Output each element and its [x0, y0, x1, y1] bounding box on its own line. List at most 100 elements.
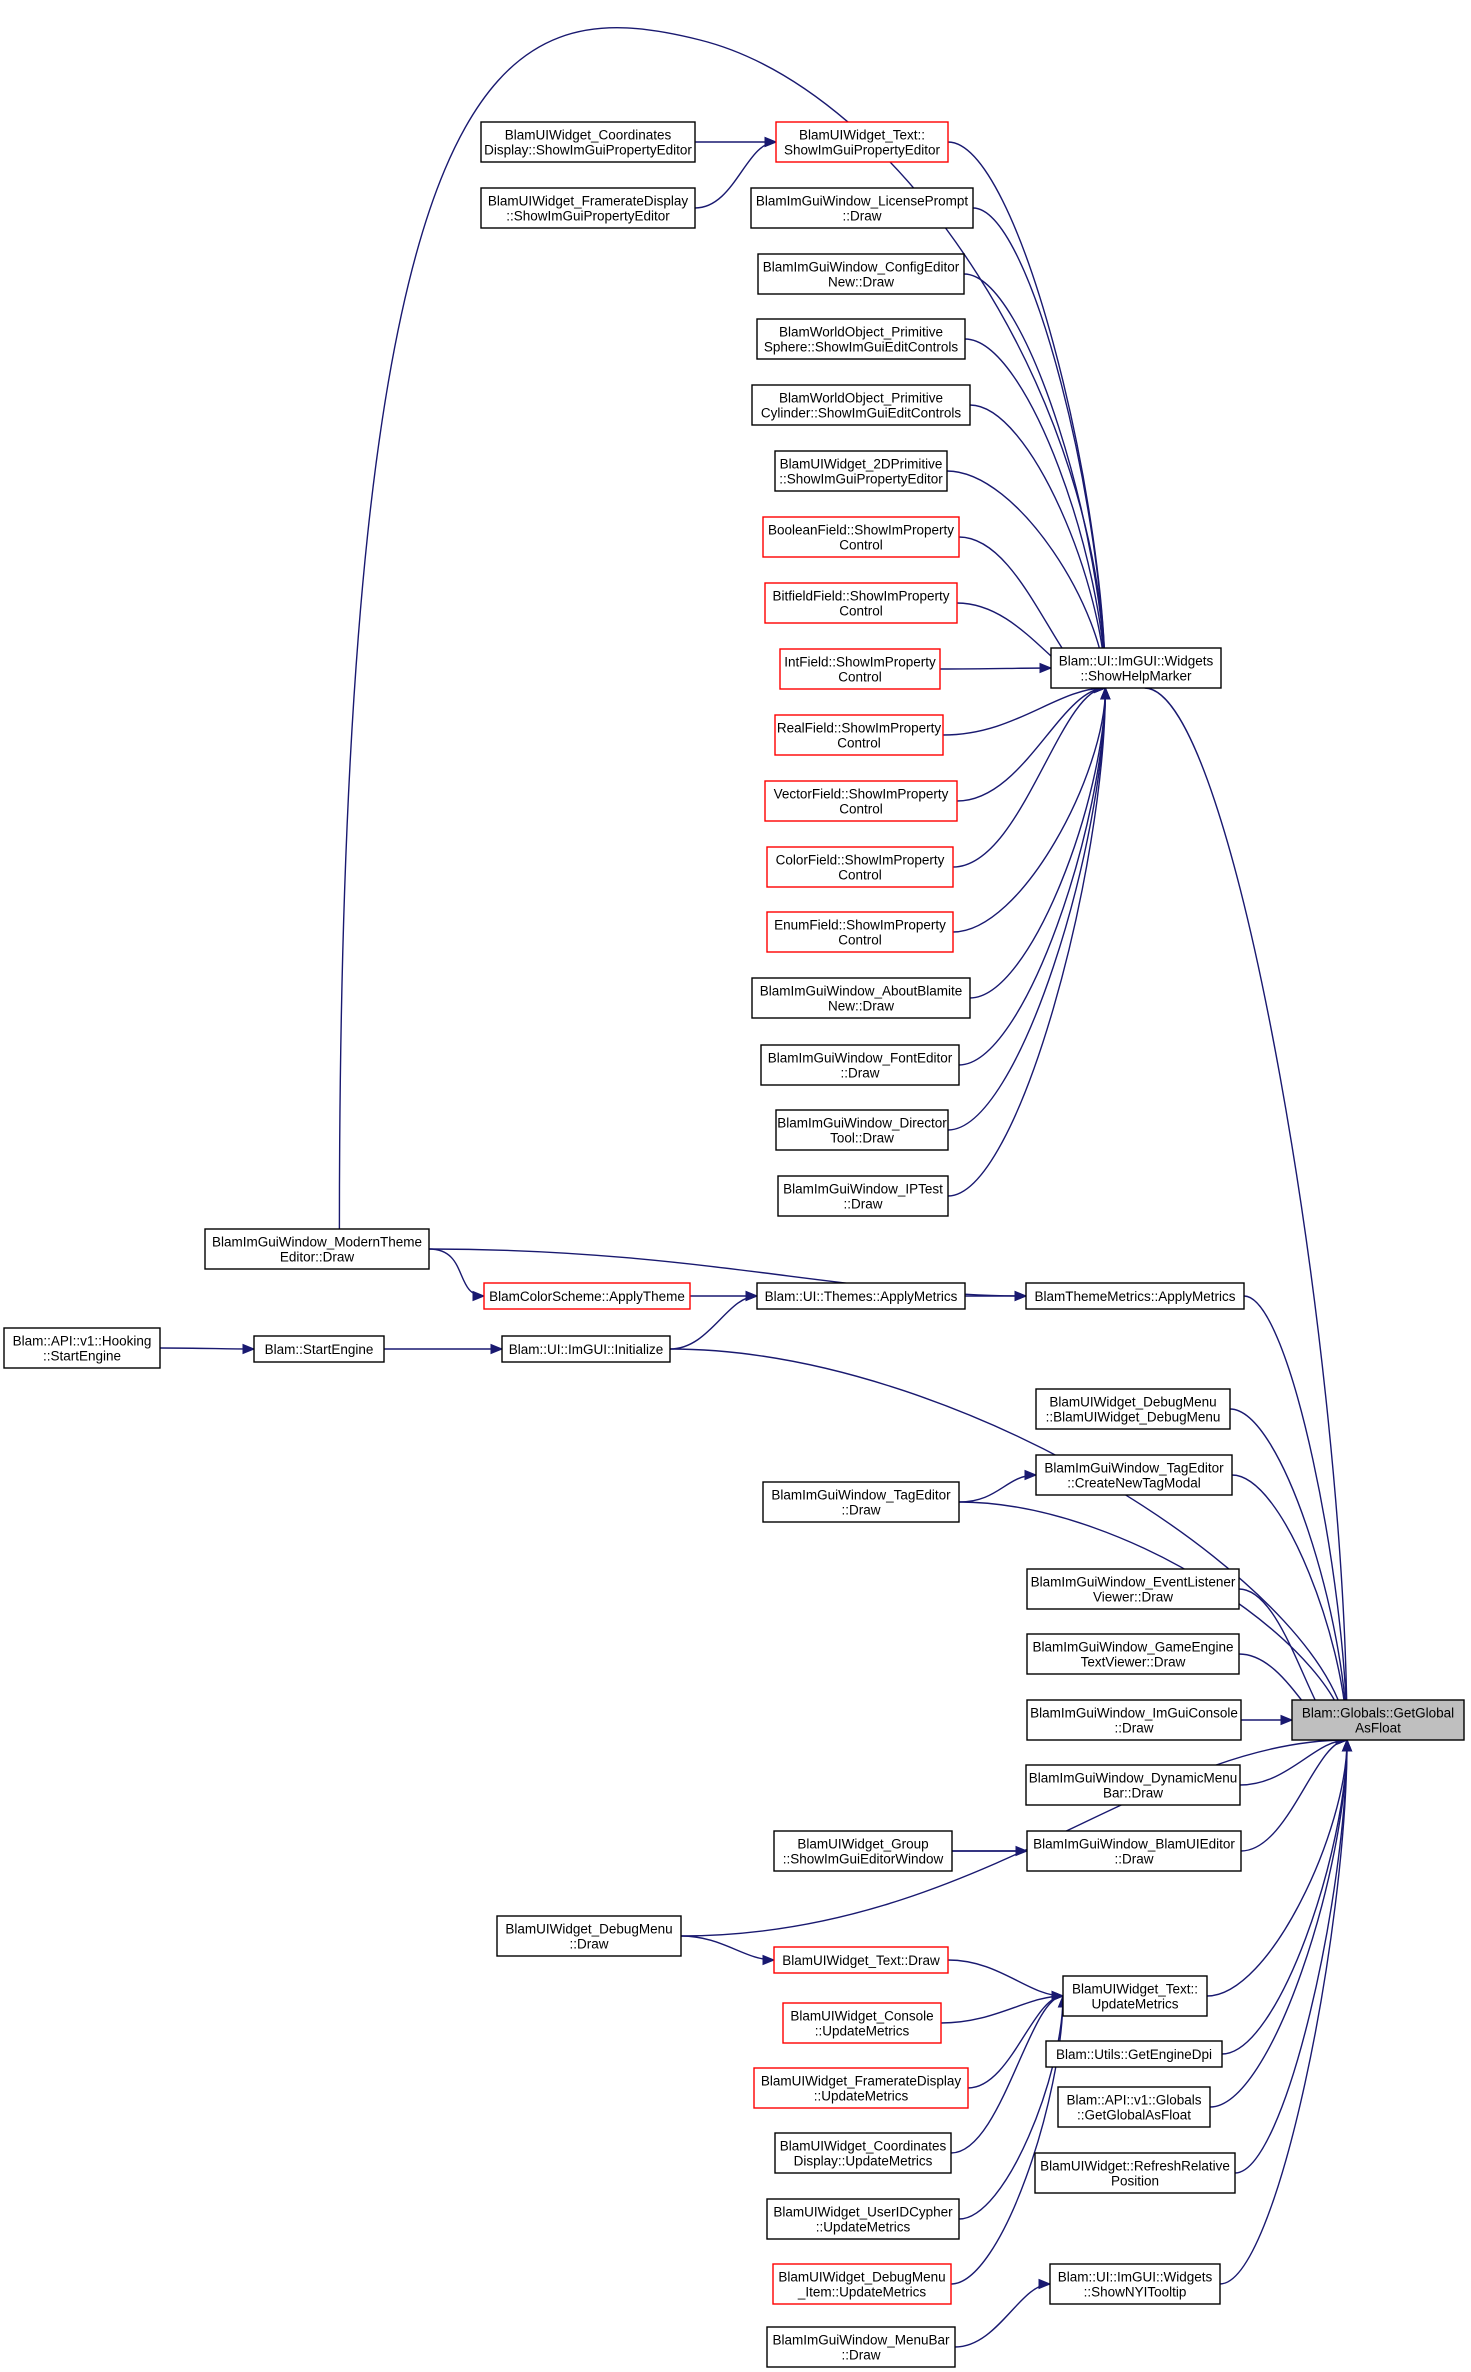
edge-line	[680, 1935, 775, 1961]
node-label: BlamUIWidget_DebugMenu	[778, 2270, 945, 2285]
node-show-nyi[interactable]: Blam::UI::ImGUI::Widgets::ShowNYITooltip	[1049, 2263, 1221, 2305]
node-label: BlamImGuiWindow_TagEditor	[1044, 1461, 1224, 1476]
node-imgui-console[interactable]: BlamImGuiWindow_ImGuiConsole::Draw	[1026, 1699, 1242, 1741]
node-font-editor[interactable]: BlamImGuiWindow_FontEditor::Draw	[760, 1044, 960, 1086]
node-label: Blam::UI::Themes::ApplyMetrics	[765, 1289, 958, 1304]
edge-license-prompt-to-show-help-marker	[972, 207, 1111, 690]
edge-color-field-to-show-help-marker	[952, 682, 1107, 868]
node-license-prompt[interactable]: BlamImGuiWindow_LicensePrompt::Draw	[750, 187, 974, 229]
edge-line	[958, 687, 1107, 1066]
node-user-idupdate[interactable]: BlamUIWidget_UserIDCypher::UpdateMetrics	[766, 2198, 960, 2240]
node-box	[1049, 2263, 1221, 2305]
node-label: _Item::UpdateMetrics	[797, 2285, 927, 2300]
node-label: New::Draw	[828, 275, 894, 290]
node-event-listener[interactable]: BlamImGuiWindow_EventListenerViewer::Dra…	[1026, 1568, 1240, 1610]
node-label: Blam::UI::ImGUI::Initialize	[509, 1342, 664, 1357]
node-coord-update[interactable]: BlamUIWidget_CoordinatesDisplay::UpdateM…	[774, 2132, 952, 2174]
node-tag-editor-draw[interactable]: BlamImGuiWindow_TagEditor::Draw	[762, 1481, 960, 1523]
edge-about-blamite-to-show-help-marker	[969, 686, 1111, 999]
arrowhead	[1280, 1714, 1294, 1726]
node-imgui-init[interactable]: Blam::UI::ImGUI::Initialize	[501, 1335, 671, 1363]
node-label: Blam::API::v1::Globals	[1066, 2093, 1201, 2108]
node-label: BlamImGuiWindow_DynamicMenu	[1029, 1771, 1238, 1786]
edge-line	[940, 1995, 1064, 2024]
node-label: BlamWorldObject_Primitive	[779, 325, 943, 340]
node-start-engine[interactable]: Blam::StartEngine	[253, 1335, 385, 1363]
edge-line	[1234, 1739, 1348, 2174]
edge-ip-test-to-show-help-marker	[947, 686, 1111, 1197]
node-label: RealField::ShowImProperty	[777, 721, 942, 736]
node-label: UpdateMetrics	[1091, 1997, 1178, 2012]
node-label: Blam::Utils::GetEngineDpi	[1056, 2047, 1212, 2062]
edge-line	[939, 667, 1052, 670]
edge-line	[969, 404, 1107, 689]
node-box	[756, 318, 966, 360]
node-menu-bar-draw[interactable]: BlamImGuiWindow_MenuBar::Draw	[766, 2326, 956, 2368]
node-coord-display[interactable]: BlamUIWidget_CoordinatesDisplay::ShowImG…	[480, 121, 696, 163]
node-show-help-marker[interactable]: Blam::UI::ImGUI::Widgets::ShowHelpMarker	[1050, 647, 1222, 689]
edge-modern-theme-to-color-scheme	[428, 1248, 486, 1302]
node-engine-dpi[interactable]: Blam::Utils::GetEngineDpi	[1045, 2040, 1223, 2068]
node-label: BlamImGuiWindow_Director	[777, 1116, 947, 1131]
node-api-globals[interactable]: Blam::API::v1::Globals::GetGlobalAsFloat	[1057, 2086, 1211, 2128]
node-get-global[interactable]: Blam::Globals::GetGlobalAsFloat	[1291, 1699, 1465, 1741]
node-prim-sphere[interactable]: BlamWorldObject_PrimitiveSphere::ShowImG…	[756, 318, 966, 360]
node-debug-menu-ctor[interactable]: BlamUIWidget_DebugMenu::BlamUIWidget_Deb…	[1035, 1388, 1231, 1430]
node-console-update[interactable]: BlamUIWidget_Console::UpdateMetrics	[782, 2002, 942, 2044]
node-debug-menu-draw[interactable]: BlamUIWidget_DebugMenu::Draw	[496, 1915, 682, 1957]
edge-line	[1240, 1739, 1348, 1852]
node-prim-cylinder[interactable]: BlamWorldObject_PrimitiveCylinder::ShowI…	[751, 384, 971, 426]
node-blam-uieditor[interactable]: BlamImGuiWindow_BlamUIEditor::Draw	[1026, 1830, 1242, 1872]
edge-tag-editor-draw-to-tag-editor-modal	[958, 1469, 1038, 1503]
node-framerate-update[interactable]: BlamUIWidget_FramerateDisplay::UpdateMet…	[753, 2067, 969, 2109]
node-label: Blam::API::v1::Hooking	[13, 1334, 152, 1349]
node-framerate-show[interactable]: BlamUIWidget_FramerateDisplay::ShowImGui…	[480, 187, 696, 229]
edge-line	[958, 1995, 1064, 2220]
node-api-hooking[interactable]: Blam::API::v1::Hooking::StartEngine	[3, 1327, 161, 1369]
edge-line	[947, 1959, 1064, 1997]
node-box	[480, 121, 696, 163]
node-themes-apply[interactable]: Blam::UI::Themes::ApplyMetrics	[756, 1282, 966, 1310]
node-label: ColorField::ShowImProperty	[776, 853, 945, 868]
node-box	[775, 121, 949, 163]
edge-line	[963, 273, 1107, 689]
node-color-scheme[interactable]: BlamColorScheme::ApplyTheme	[483, 1282, 691, 1310]
node-label: BlamUIWidget_Console	[790, 2009, 933, 2024]
node-box	[501, 1335, 671, 1363]
node-text-draw[interactable]: BlamUIWidget_Text::Draw	[773, 1946, 949, 1974]
node-group-editor[interactable]: BlamUIWidget_Group::ShowImGuiEditorWindo…	[773, 1830, 953, 1872]
node-label: TextViewer::Draw	[1081, 1655, 1186, 1670]
node-text-update[interactable]: BlamUIWidget_Text::UpdateMetrics	[1062, 1975, 1208, 2017]
node-theme-metrics[interactable]: BlamThemeMetrics::ApplyMetrics	[1025, 1282, 1245, 1310]
node-prim2-d[interactable]: BlamUIWidget_2DPrimitive::ShowImGuiPrope…	[774, 450, 948, 492]
node-box	[480, 187, 696, 229]
node-text-show[interactable]: BlamUIWidget_Text::ShowImGuiPropertyEdit…	[775, 121, 949, 163]
node-game-engine-text[interactable]: BlamImGuiWindow_GameEngineTextViewer::Dr…	[1026, 1633, 1240, 1675]
node-ip-test[interactable]: BlamImGuiWindow_IPTest::Draw	[777, 1175, 949, 1217]
node-tag-editor-modal[interactable]: BlamImGuiWindow_TagEditor::CreateNewTagM…	[1035, 1454, 1233, 1496]
node-label: BlamImGuiWindow_ModernTheme	[212, 1235, 422, 1250]
node-box	[483, 1282, 691, 1310]
node-label: Control	[839, 538, 883, 553]
node-box	[751, 977, 971, 1019]
node-label: ::ShowImGuiPropertyEditor	[506, 209, 670, 224]
node-label: VectorField::ShowImProperty	[774, 787, 949, 802]
edge-line	[954, 2283, 1051, 2348]
node-box	[1034, 2152, 1236, 2194]
node-label: New::Draw	[828, 999, 894, 1014]
node-box	[1026, 1699, 1242, 1741]
node-debug-menu-item-update[interactable]: BlamUIWidget_DebugMenu_Item::UpdateMetri…	[772, 2263, 952, 2305]
